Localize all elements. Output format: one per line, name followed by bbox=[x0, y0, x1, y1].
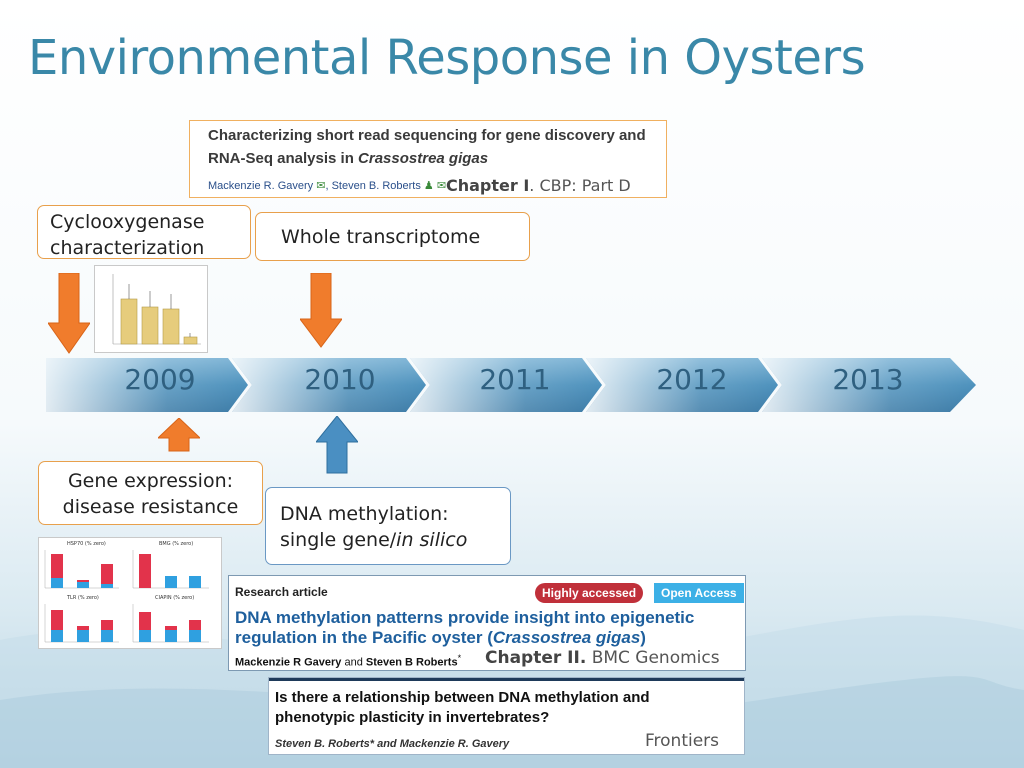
chapter-one-journal: . CBP: Part D bbox=[529, 176, 631, 195]
paper-three-title-line1: Is there a relationship between DNA meth… bbox=[275, 689, 650, 706]
label-dna-line2-prefix: single gene/ bbox=[280, 529, 397, 551]
paper-three-journal: Frontiers bbox=[645, 731, 720, 751]
paper-one-author1: Mackenzie R. Gavery bbox=[208, 180, 314, 192]
label-gene-line2: disease resistance bbox=[62, 496, 239, 518]
arrow-down-2010-icon bbox=[300, 273, 342, 348]
paper-three-authors: Steven B. Roberts* and Mackenzie R. Gave… bbox=[275, 738, 510, 750]
paper-two-title-species: Crassostrea gigas bbox=[492, 628, 641, 647]
timeline-year-2010: 2010 bbox=[304, 363, 376, 396]
label-whole-text: Whole transcriptome bbox=[281, 226, 481, 248]
paper-one-author2: Steven B. Roberts bbox=[331, 180, 421, 192]
mini-chart-title-tlr: TLR (% zero) bbox=[67, 595, 99, 601]
chapter-two-label: Chapter II. bbox=[485, 648, 587, 668]
paper-one-title-species: Crassostrea gigas bbox=[358, 150, 489, 167]
label-gene-line1: Gene expression: bbox=[67, 470, 234, 492]
timeline-year-2013: 2013 bbox=[832, 363, 904, 396]
label-cox-line2: characterization bbox=[50, 237, 205, 259]
label-cox-line1: Cyclooxygenase bbox=[50, 211, 205, 233]
label-cyclooxygenase: Cyclooxygenase characterization bbox=[37, 205, 251, 259]
slide-title: Environmental Response in Oysters bbox=[28, 30, 866, 86]
paper-two-type-label: Research article bbox=[235, 585, 328, 599]
chapter-one-label: Chapter I bbox=[446, 176, 530, 195]
mail-icon: ✉ bbox=[316, 180, 326, 192]
mini-chart-title-hsp70: HSP70 (% zero) bbox=[67, 541, 106, 547]
paper-one-title-line2-prefix: RNA-Seq analysis in bbox=[208, 150, 359, 167]
paper-chapter-two: Research article Highly accessed Open Ac… bbox=[228, 575, 746, 671]
mail-icon: ✉ bbox=[436, 180, 447, 192]
paper-frontiers: Is there a relationship between DNA meth… bbox=[268, 677, 745, 755]
chapter-two-journal: BMC Genomics bbox=[586, 648, 720, 668]
paper-two-title-line2-prefix: regulation in the Pacific oyster ( bbox=[235, 628, 493, 647]
paper-two-star: * bbox=[457, 653, 462, 663]
gene-expression-graphic bbox=[44, 550, 209, 643]
label-dna-line2: single gene/in silico bbox=[280, 527, 496, 553]
timeline-year-2011: 2011 bbox=[479, 363, 551, 396]
paper-one-title-line2: RNA-Seq analysis in Crassostrea gigas bbox=[208, 148, 488, 170]
paper-three-title-line2: phenotypic plasticity in invertebrates? bbox=[275, 709, 550, 726]
paper-two-title-line1: DNA methylation patterns provide insight… bbox=[235, 608, 695, 627]
gene-expression-thumbnail: HSP70 (% zero) BMG (% zero) TLR (% zero)… bbox=[38, 537, 222, 649]
badge-open-access: Open Access bbox=[654, 583, 744, 603]
cox-chart-graphic bbox=[112, 274, 201, 345]
arrow-down-2009-icon bbox=[48, 273, 90, 354]
label-dna-methylation: DNA methylation: single gene/in silico bbox=[265, 487, 511, 565]
paper-two-chapter: Chapter II. BMC Genomics bbox=[485, 648, 720, 668]
timeline-year-2012: 2012 bbox=[656, 363, 728, 396]
label-dna-line1: DNA methylation: bbox=[280, 503, 449, 525]
paper-two-and: and bbox=[344, 656, 363, 669]
mini-chart-title-bmg: BMG (% zero) bbox=[159, 541, 194, 547]
author-separator: , bbox=[325, 180, 329, 192]
badge-highly-accessed: Highly accessed bbox=[535, 583, 644, 603]
paper-one-authors: Mackenzie R. Gavery ✉, Steven B. Roberts… bbox=[208, 179, 446, 192]
paper-one-chapter: Chapter I. CBP: Part D bbox=[446, 176, 631, 195]
mini-chart-title-ciapin: CIAPIN (% zero) bbox=[155, 595, 195, 601]
arrow-up-2010-icon bbox=[316, 416, 358, 474]
label-dna-line2-italic: in silico bbox=[396, 529, 468, 551]
arrow-up-2009-icon bbox=[158, 418, 200, 452]
timeline-year-2009: 2009 bbox=[124, 363, 196, 396]
person-icon: ♟ bbox=[423, 180, 434, 192]
paper-chapter-one: Characterizing short read sequencing for… bbox=[189, 120, 667, 198]
frontiers-top-bar bbox=[269, 678, 744, 681]
label-gene-expression: Gene expression: disease resistance bbox=[38, 461, 263, 525]
paper-two-author1: Mackenzie R Gavery bbox=[235, 656, 342, 669]
timeline-ribbon bbox=[46, 358, 976, 412]
paper-two-title-line2: regulation in the Pacific oyster (Crasso… bbox=[235, 628, 646, 648]
paper-two-author2: Steven B Roberts bbox=[365, 656, 458, 669]
label-whole-transcriptome: Whole transcriptome bbox=[255, 212, 530, 261]
paper-two-authors: Mackenzie R Gavery and Steven B Roberts* bbox=[235, 653, 461, 669]
cox-chart-thumbnail bbox=[94, 265, 208, 353]
paper-one-title-line1: Characterizing short read sequencing for… bbox=[208, 127, 646, 144]
paper-two-title-line2-suffix: ) bbox=[640, 628, 646, 647]
